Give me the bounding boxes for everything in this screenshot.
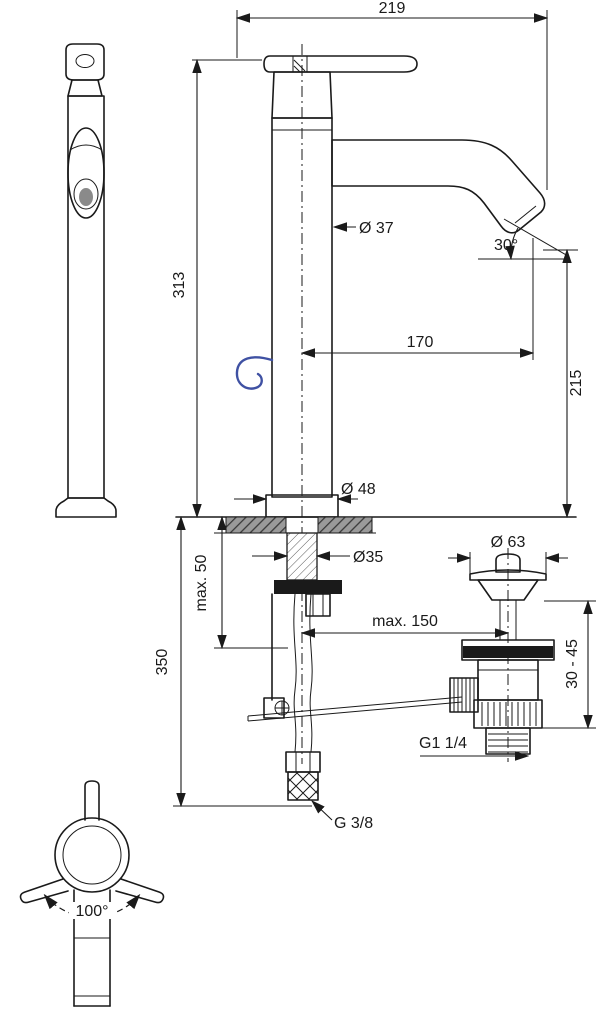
- waste-tailpipe: [485, 727, 531, 755]
- deck-slab-left: [225, 516, 287, 534]
- dim-label-d37: Ø 37: [359, 220, 394, 237]
- clamp-nut: [305, 593, 331, 617]
- top-view-inner-circle: [62, 825, 122, 885]
- aerator-line: [514, 205, 537, 224]
- dimension-350: 350: [154, 515, 312, 808]
- front-view: [235, 44, 546, 764]
- linkage-bar: [247, 696, 463, 722]
- lever-handle: [263, 55, 418, 73]
- label-g38: G 3/8: [334, 815, 373, 832]
- dim-label-d63: Ø 63: [491, 534, 526, 551]
- installation-view: [175, 516, 577, 801]
- drain-assembly: [449, 548, 555, 762]
- dim-label-max50: max. 50: [193, 554, 210, 611]
- label-supply-thread: G 3/8: [311, 800, 373, 832]
- side-base: [55, 497, 117, 518]
- dimension-219: 219: [235, 0, 549, 190]
- label-g114: G1 1/4: [419, 735, 467, 752]
- side-lever-hole: [75, 54, 95, 68]
- hose-hex-nut: [285, 751, 321, 773]
- dim-label-219: 219: [379, 0, 406, 17]
- dimension-shank-diameter: Ø35: [252, 549, 383, 566]
- side-cap: [67, 79, 103, 97]
- dimension-313: 313: [171, 58, 262, 519]
- top-view-spout-stub: [84, 780, 100, 821]
- dimension-max-150: max. 150: [300, 613, 510, 638]
- top-view: 100°: [19, 780, 165, 1007]
- angle-label-100: 100°: [75, 903, 108, 920]
- dimension-215: 215: [543, 248, 585, 519]
- dim-label-170: 170: [407, 334, 434, 351]
- side-spout-curve: [69, 144, 103, 151]
- locknut-knurl: [481, 702, 537, 726]
- clamp-washer: [274, 580, 342, 594]
- lever-position-left: [19, 878, 69, 904]
- hose-braided-end: [287, 771, 319, 801]
- dimension-basin-range: 30 - 45: [540, 599, 596, 730]
- dim-label-215: 215: [568, 370, 585, 397]
- dim-label-350: 350: [154, 649, 171, 676]
- dimension-170: 170: [300, 238, 535, 360]
- dim-label-d48: Ø 48: [341, 481, 376, 498]
- lever-position-right: [115, 878, 165, 904]
- deck-slab-right: [317, 516, 373, 534]
- dim-label-max150: max. 150: [372, 613, 438, 630]
- dimension-body-diameter: Ø 37: [332, 220, 394, 237]
- dimension-max-50: max. 50: [193, 515, 288, 650]
- side-spout-outlet: [73, 178, 99, 210]
- dimension-waste-cap: Ø 63: [448, 534, 568, 574]
- waste-seal: [463, 646, 553, 658]
- angle-label-30: 30°: [494, 237, 518, 254]
- label-waste-thread: G1 1/4: [419, 735, 530, 761]
- side-view: [55, 43, 117, 518]
- dim-label-d35: Ø35: [353, 549, 383, 566]
- side-spout-aerator: [79, 188, 93, 206]
- supply-hose-right: [309, 593, 313, 753]
- supply-hose-left: [293, 593, 297, 753]
- side-lever: [65, 43, 105, 81]
- dim-label-30-45: 30 - 45: [564, 639, 581, 689]
- angle-30: 30°: [478, 218, 570, 261]
- faucet-body: [271, 117, 333, 498]
- dim-label-313: 313: [171, 272, 188, 299]
- pop-up-rod-handle: [235, 356, 274, 390]
- top-view-body-circle: [54, 817, 130, 893]
- waste-plug-knob: [495, 553, 521, 573]
- pivot-knurl: [453, 678, 475, 712]
- tail-threads: [488, 733, 528, 753]
- pivot-boss: [449, 677, 479, 713]
- side-spout-outline: [67, 127, 105, 219]
- threaded-shank: [286, 532, 318, 581]
- waste-cap-taper: [477, 579, 539, 601]
- dimension-base-diameter: Ø 48: [234, 481, 376, 504]
- side-body: [67, 95, 105, 499]
- spout: [331, 139, 546, 234]
